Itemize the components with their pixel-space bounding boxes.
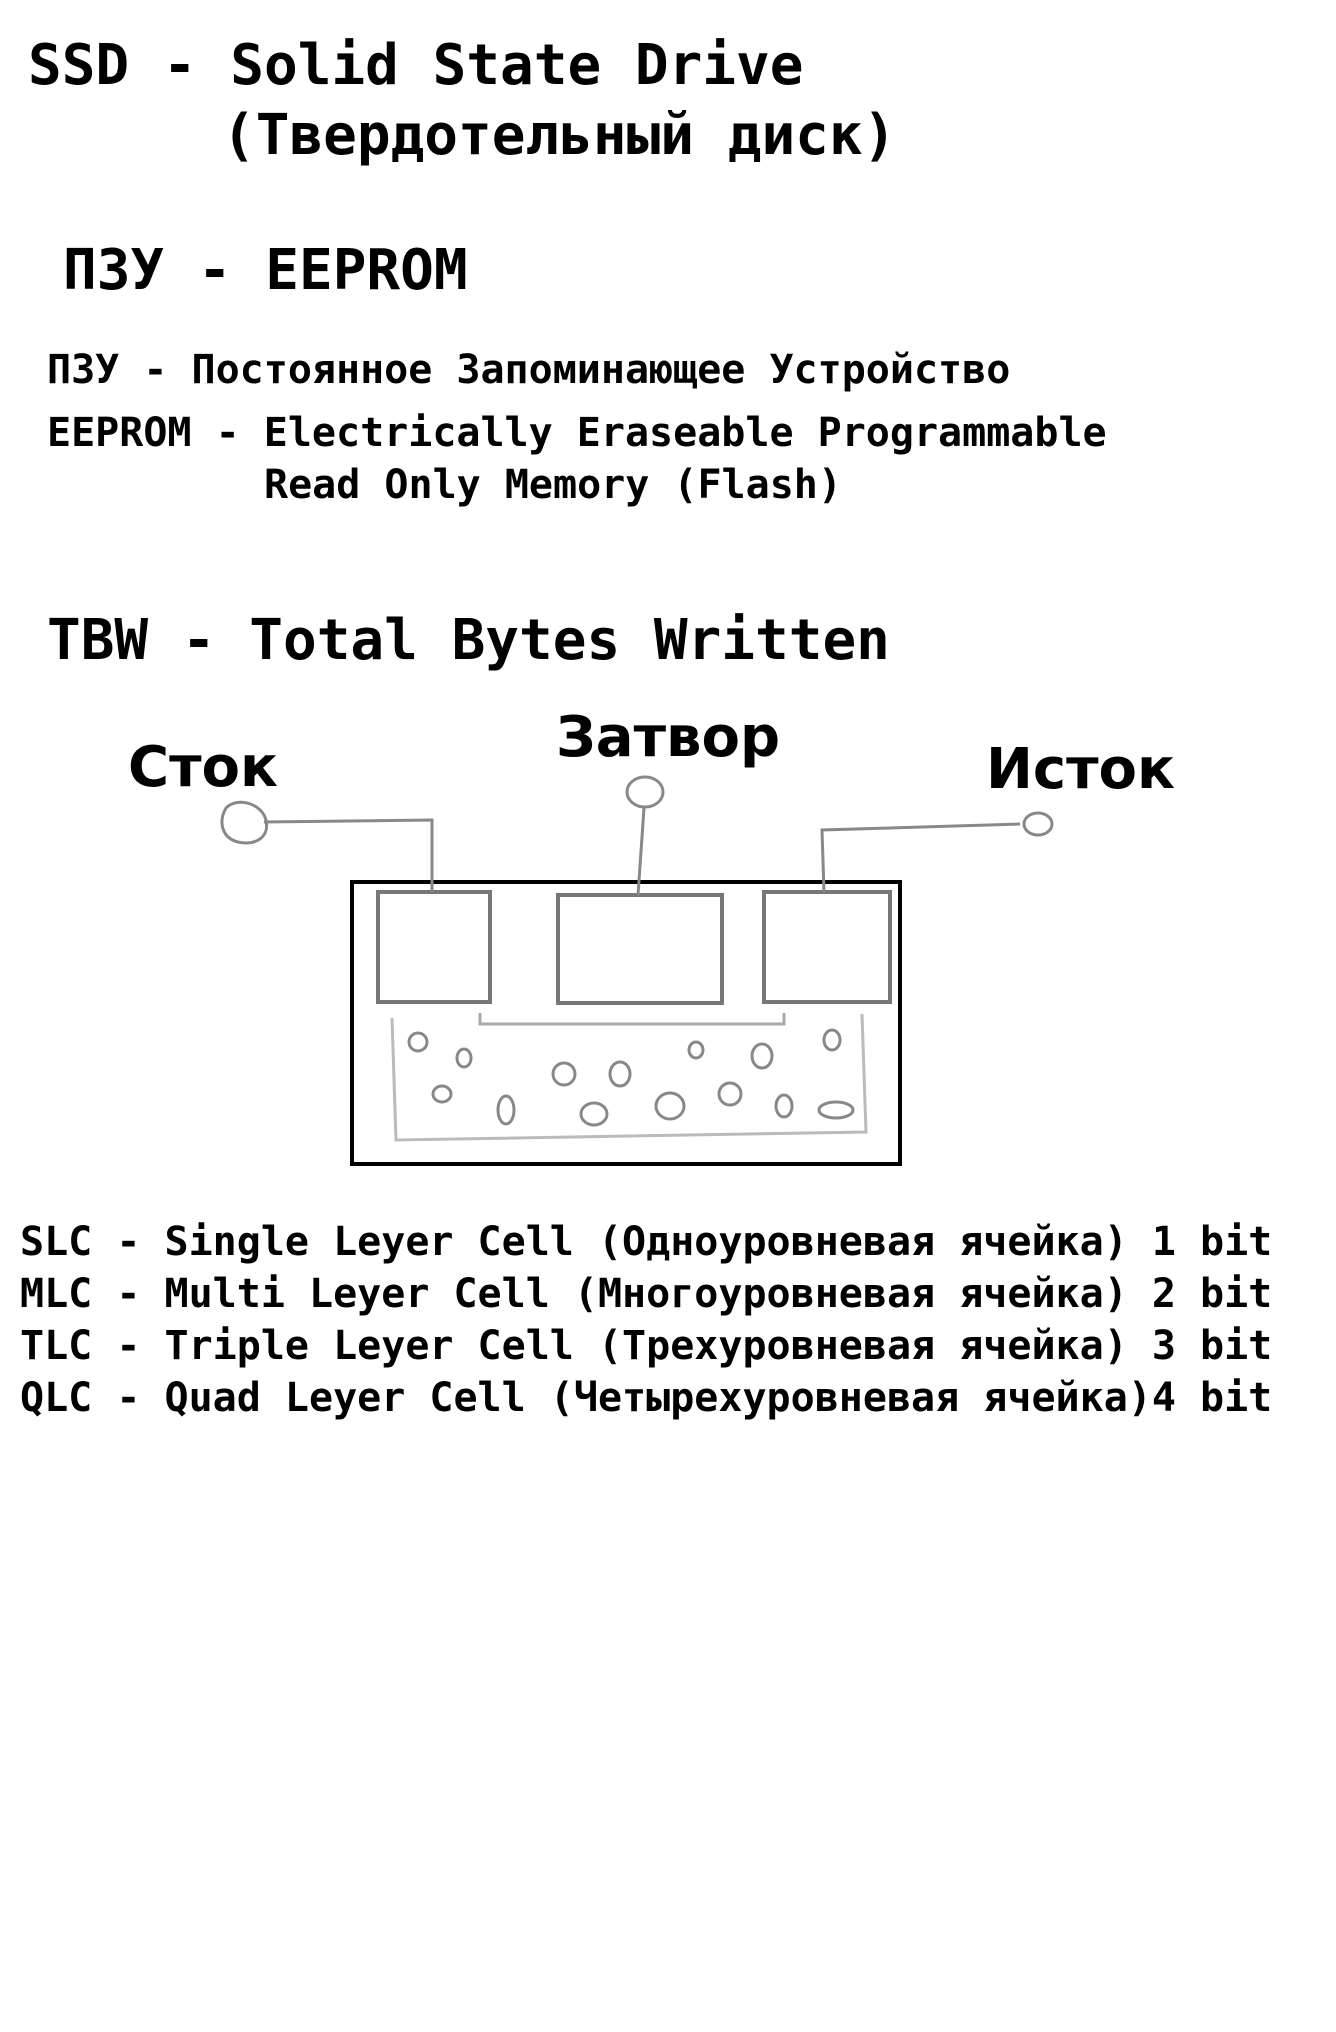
particle [608, 1060, 632, 1088]
eeprom-definition-line-1: EEPROM - Electrically Eraseable Programm… [47, 410, 1107, 456]
particle [750, 1042, 774, 1070]
drain-block [376, 890, 492, 1004]
gate-lead [636, 807, 646, 896]
cell-type-slc: SLC - Single Leyer Cell (Одноуровневая я… [20, 1219, 1273, 1265]
title-line-2: (Твердотельный диск) [222, 103, 897, 168]
drain-label: Сток [128, 735, 279, 800]
particle [687, 1040, 705, 1060]
particle [654, 1091, 686, 1121]
particle [496, 1094, 516, 1126]
channel-bracket [478, 1013, 786, 1026]
particle [717, 1081, 743, 1107]
tbw-heading: TBW - Total Bytes Written [47, 608, 890, 673]
source-terminal [1022, 811, 1054, 837]
cell-type-tlc: TLC - Triple Leyer Cell (Трехуровневая я… [20, 1323, 1273, 1369]
particle [774, 1093, 794, 1119]
charge-particles [407, 1028, 855, 1127]
gate-block [556, 893, 724, 1005]
particle [431, 1084, 453, 1104]
source-block [762, 890, 892, 1004]
cell-type-qlc: QLC - Quad Leyer Cell (Четырехуровневая … [20, 1375, 1273, 1421]
particle [551, 1061, 577, 1087]
particle [407, 1031, 429, 1053]
drain-terminal [220, 800, 269, 845]
particle [822, 1028, 842, 1052]
cell-body [350, 880, 902, 1166]
source-lead [820, 822, 1021, 893]
particle [455, 1047, 473, 1069]
source-label: Исток [986, 737, 1175, 802]
gate-terminal [625, 775, 665, 809]
eeprom-definition-line-2: Read Only Memory (Flash) [264, 462, 842, 508]
gate-label: Затвор [556, 705, 781, 770]
substrate-outline [390, 1013, 868, 1142]
particle [579, 1101, 609, 1127]
cell-type-mlc: MLC - Multi Leyer Cell (Многоуровневая я… [20, 1271, 1273, 1317]
drain-lead [263, 818, 434, 892]
rom-heading: ПЗУ - EEPROM [63, 238, 468, 303]
particle [817, 1100, 855, 1120]
rom-definition: ПЗУ - Постоянное Запоминающее Устройство [47, 347, 1011, 393]
title-line-1: SSD - Solid State Drive [28, 33, 804, 98]
